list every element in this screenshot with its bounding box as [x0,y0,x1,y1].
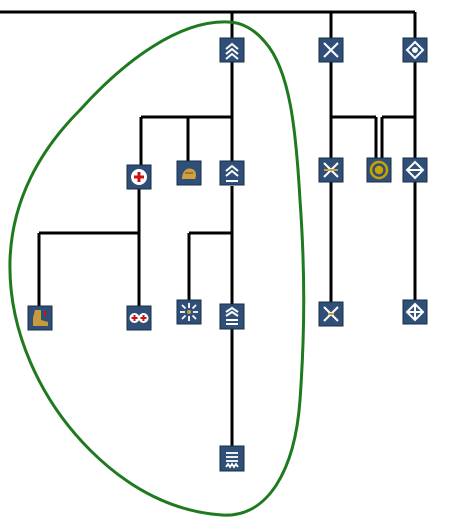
node-compass-1[interactable] [402,37,428,63]
chevron-rank-3-icon [225,164,239,182]
crossed-swords-icon [323,42,339,58]
compass-diamond-icon [405,160,425,180]
starburst-icon [180,303,198,321]
node-rank-4[interactable] [219,445,245,472]
node-crossed-swords-2[interactable] [318,157,344,183]
node-fist-1[interactable] [176,160,202,186]
crossed-swords-icon [323,162,339,178]
connector-lines [0,10,417,446]
crossed-swords-icon [323,306,339,322]
node-rank-2[interactable] [219,160,245,186]
compass-diamond-icon [405,302,425,322]
node-target-1[interactable] [366,157,392,183]
fist-icon [182,168,196,179]
node-boot-1[interactable] [27,305,53,331]
node-medic-1[interactable] [126,164,152,190]
compass-diamond-icon [405,40,425,60]
node-rank-1[interactable] [219,37,245,63]
double-medic-cross-icon [129,313,149,323]
node-compass-2[interactable] [402,157,428,183]
node-crossed-swords-3[interactable] [318,301,344,327]
node-rank-3[interactable] [219,303,245,330]
node-burst-1[interactable] [176,299,202,325]
boot-icon [33,310,48,326]
node-medic-2[interactable] [126,305,152,331]
medic-cross-icon [131,169,147,185]
target-ring-icon [369,160,389,180]
chevron-rank-5-icon [225,452,239,469]
chevron-rank-2-icon [225,42,239,60]
chevron-rank-4-icon [225,306,239,325]
node-compass-3[interactable] [402,299,428,325]
highlight-outline [8,20,306,517]
node-crossed-swords-1[interactable] [318,37,344,63]
